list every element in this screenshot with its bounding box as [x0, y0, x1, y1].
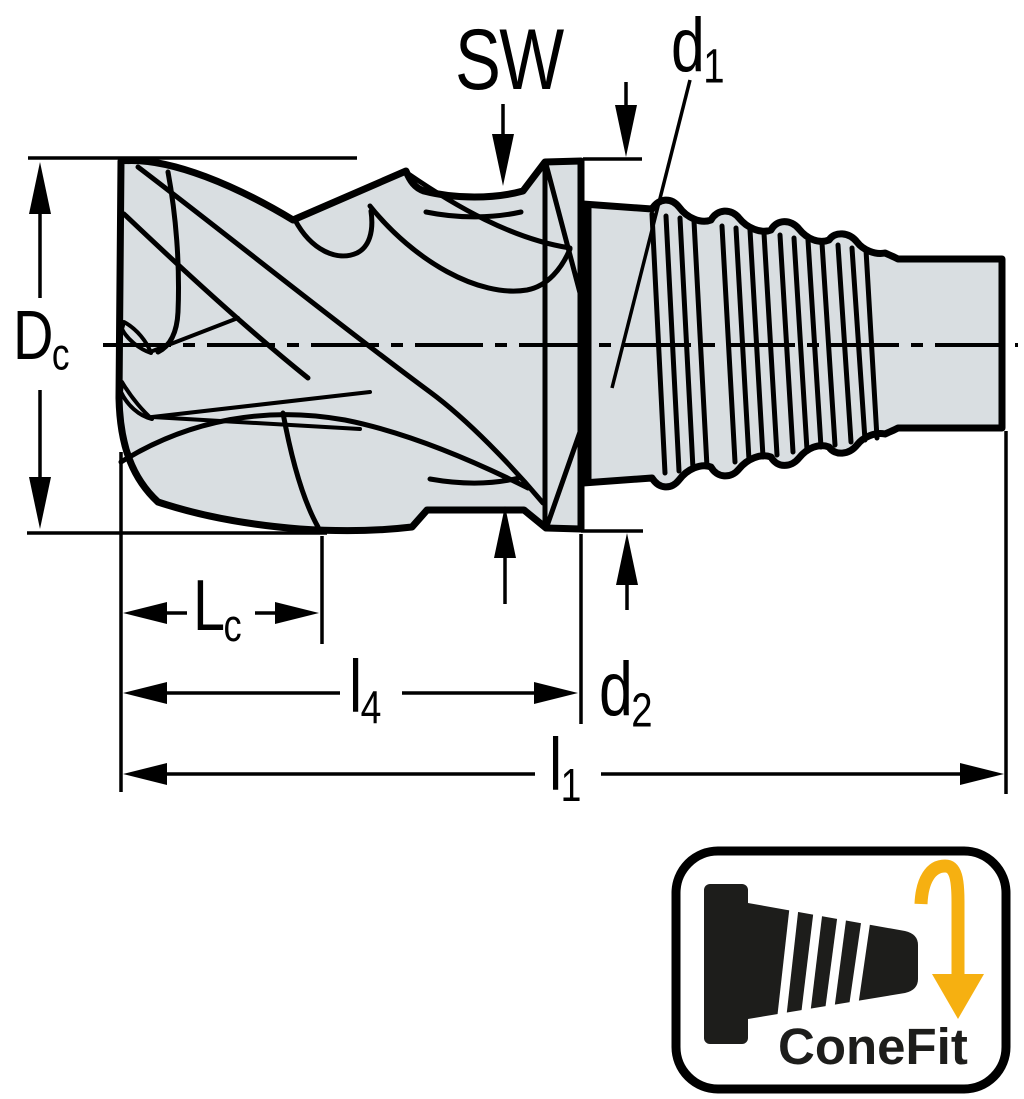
dimension-lc — [123, 602, 319, 624]
label-subscript: 4 — [360, 681, 382, 734]
conefit-badge — [671, 846, 1011, 1094]
tip-geometry — [119, 316, 372, 431]
label-text: SW — [455, 12, 564, 108]
rotation-arrow-icon — [914, 859, 984, 1019]
dimension-l1 — [123, 763, 1004, 785]
dimension-d2 — [581, 82, 643, 610]
dimension-l4 — [123, 682, 578, 704]
label-text: l — [349, 645, 362, 728]
label-lc: Lc — [193, 570, 242, 651]
extension-lines — [119, 431, 1008, 794]
label-text: D — [13, 296, 53, 374]
label-text: L — [193, 566, 225, 646]
dimension-dc — [27, 156, 357, 535]
label-d1: d1 — [671, 8, 725, 94]
dimension-d1-leader — [610, 79, 692, 389]
label-subscript: 1 — [703, 40, 724, 94]
label-subscript: c — [51, 330, 70, 380]
cone-icon — [704, 884, 918, 1044]
label-l4: l4 — [349, 650, 381, 731]
label-text: d — [671, 3, 705, 88]
label-dc: Dc — [13, 300, 69, 378]
label-l1: l1 — [549, 728, 581, 809]
conefit-label: ConeFit — [778, 1018, 968, 1075]
label-d2: d2 — [599, 652, 653, 738]
dimension-sw — [492, 104, 516, 604]
label-text: l — [549, 723, 562, 806]
label-text: d — [599, 647, 633, 732]
label-sw: SW — [455, 17, 564, 111]
label-subscript: c — [223, 599, 241, 651]
label-subscript: 1 — [560, 759, 582, 812]
label-subscript: 2 — [631, 684, 652, 738]
